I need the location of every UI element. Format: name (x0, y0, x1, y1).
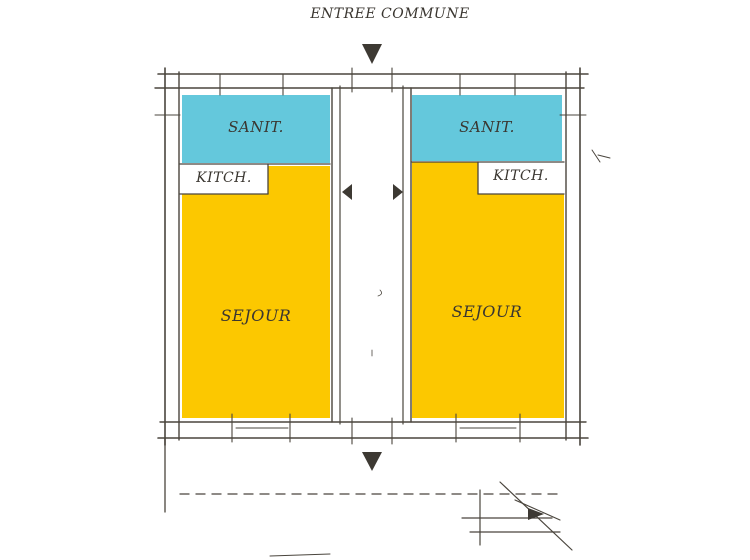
left-living-zone (182, 166, 330, 418)
right-sanitary-label: SANIT. (459, 118, 515, 136)
left-sanitary-label: SANIT. (228, 118, 284, 136)
arrow-left-icon (342, 184, 352, 200)
left-kitchen-label: KITCH. (196, 170, 252, 186)
page-title: ENTREE COMMUNE (310, 6, 470, 22)
sketch-mark (377, 289, 382, 297)
arrow-down-icon (362, 44, 382, 64)
left-living-label: SEJOUR (220, 306, 292, 325)
arrow-down-icon (362, 452, 382, 471)
sketch-mark (591, 149, 601, 163)
right-living-zone (412, 162, 564, 418)
wall-line (514, 499, 561, 521)
right-sanitary-zone (412, 95, 562, 161)
arrow-right-icon (528, 508, 544, 520)
arrow-right-icon (393, 184, 403, 200)
left-sanitary-zone (182, 95, 330, 163)
right-living-label: SEJOUR (451, 302, 523, 321)
right-kitchen-label: KITCH. (493, 168, 549, 184)
sketch-mark (269, 553, 331, 557)
sketch-mark (597, 154, 611, 159)
